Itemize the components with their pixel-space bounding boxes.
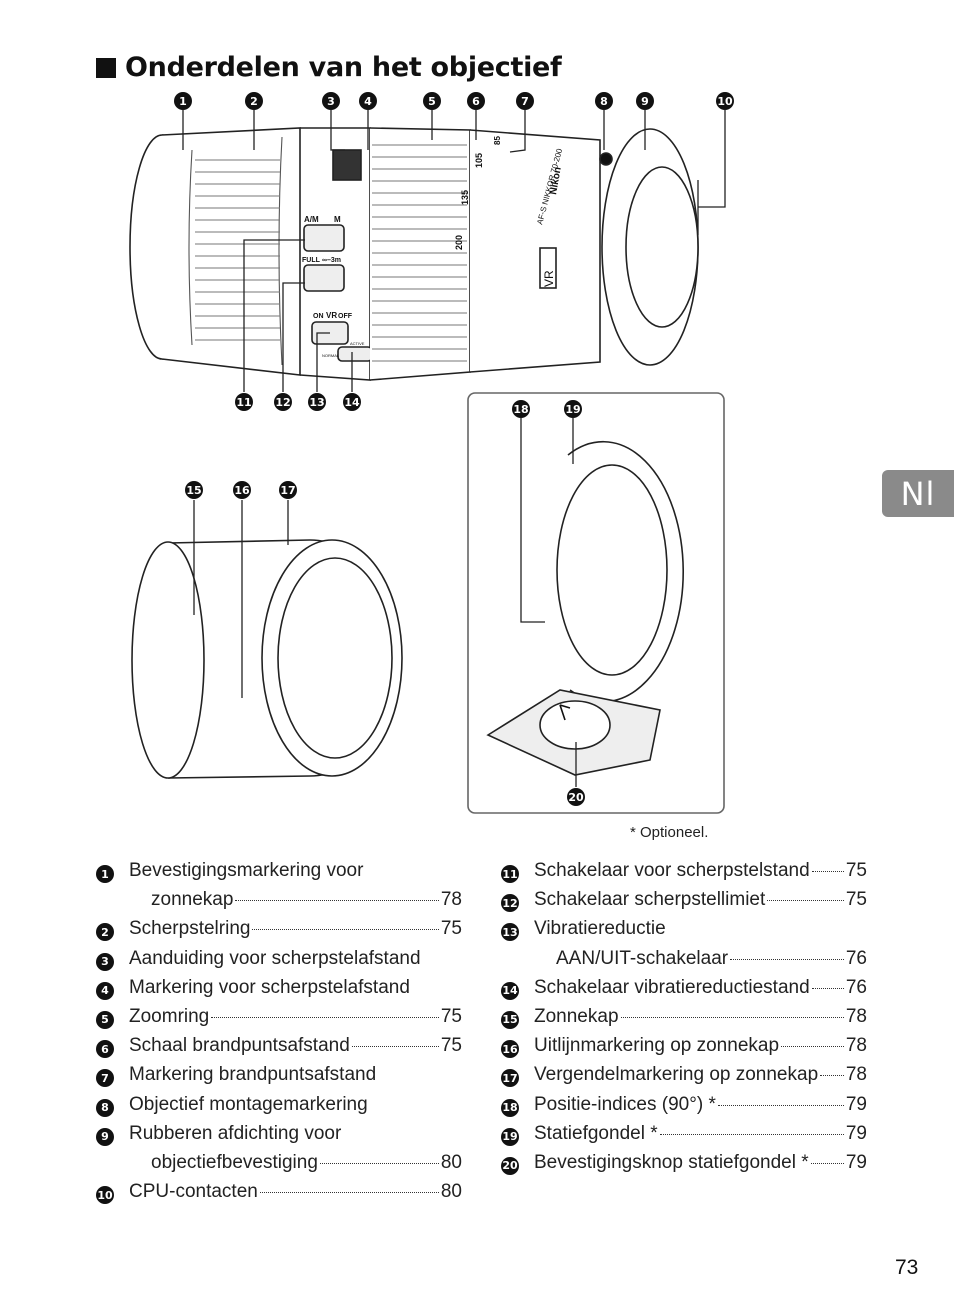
- focal-135: 135: [460, 190, 470, 205]
- callout-11: 11: [235, 393, 253, 411]
- title-square-icon: [96, 57, 116, 78]
- off-label: OFF: [338, 313, 353, 320]
- language-tab[interactable]: Nl: [882, 470, 954, 517]
- am-label: A/M: [304, 215, 319, 224]
- callout-7: 7: [516, 92, 534, 110]
- active-label: ACTIVE: [350, 341, 365, 346]
- full-label: FULL: [302, 257, 321, 264]
- on-label: ON: [313, 313, 324, 320]
- callout-20: 20: [567, 788, 585, 806]
- page-number: 73: [895, 1256, 919, 1279]
- range-label: ∞–3m: [322, 257, 341, 264]
- callout-14: 14: [343, 393, 361, 411]
- callout-15: 15: [185, 481, 203, 499]
- callout-8: 8: [595, 92, 613, 110]
- callout-3: 3: [322, 92, 340, 110]
- lens-illustration: [129, 110, 726, 392]
- callout-19: 19: [564, 400, 582, 418]
- callout-4: 4: [359, 92, 377, 110]
- vr-label: VR: [326, 311, 337, 320]
- callout-9: 9: [636, 92, 654, 110]
- callout-18: 18: [512, 400, 530, 418]
- section-title: Onderdelen van het objectief: [96, 52, 562, 83]
- lens-hood-illustration: [131, 500, 403, 779]
- optional-note: * Optioneel.: [630, 824, 709, 841]
- tripod-collar-illustration: [486, 418, 685, 787]
- callout-13: 13: [308, 393, 326, 411]
- callout-6: 6: [467, 92, 485, 110]
- callout-1: 1: [174, 92, 192, 110]
- callout-10: 10: [716, 92, 734, 110]
- callout-12: 12: [274, 393, 292, 411]
- focal-105: 105: [474, 153, 484, 168]
- brand-label: Nikon: [548, 166, 564, 195]
- callout-16: 16: [233, 481, 251, 499]
- callout-2: 2: [245, 92, 263, 110]
- m-label: M: [334, 215, 341, 224]
- vr-badge: VR: [542, 270, 556, 287]
- focal-85: 85: [493, 136, 502, 145]
- lens-parts-figure: A/M M FULL ∞–3m ON VR OFF NORMAL ACTIVE …: [129, 110, 726, 814]
- focal-200: 200: [454, 235, 464, 250]
- callout-5: 5: [423, 92, 441, 110]
- callout-17: 17: [279, 481, 297, 499]
- normal-label: NORMAL: [322, 353, 340, 358]
- title-text: Onderdelen van het objectief: [125, 52, 562, 83]
